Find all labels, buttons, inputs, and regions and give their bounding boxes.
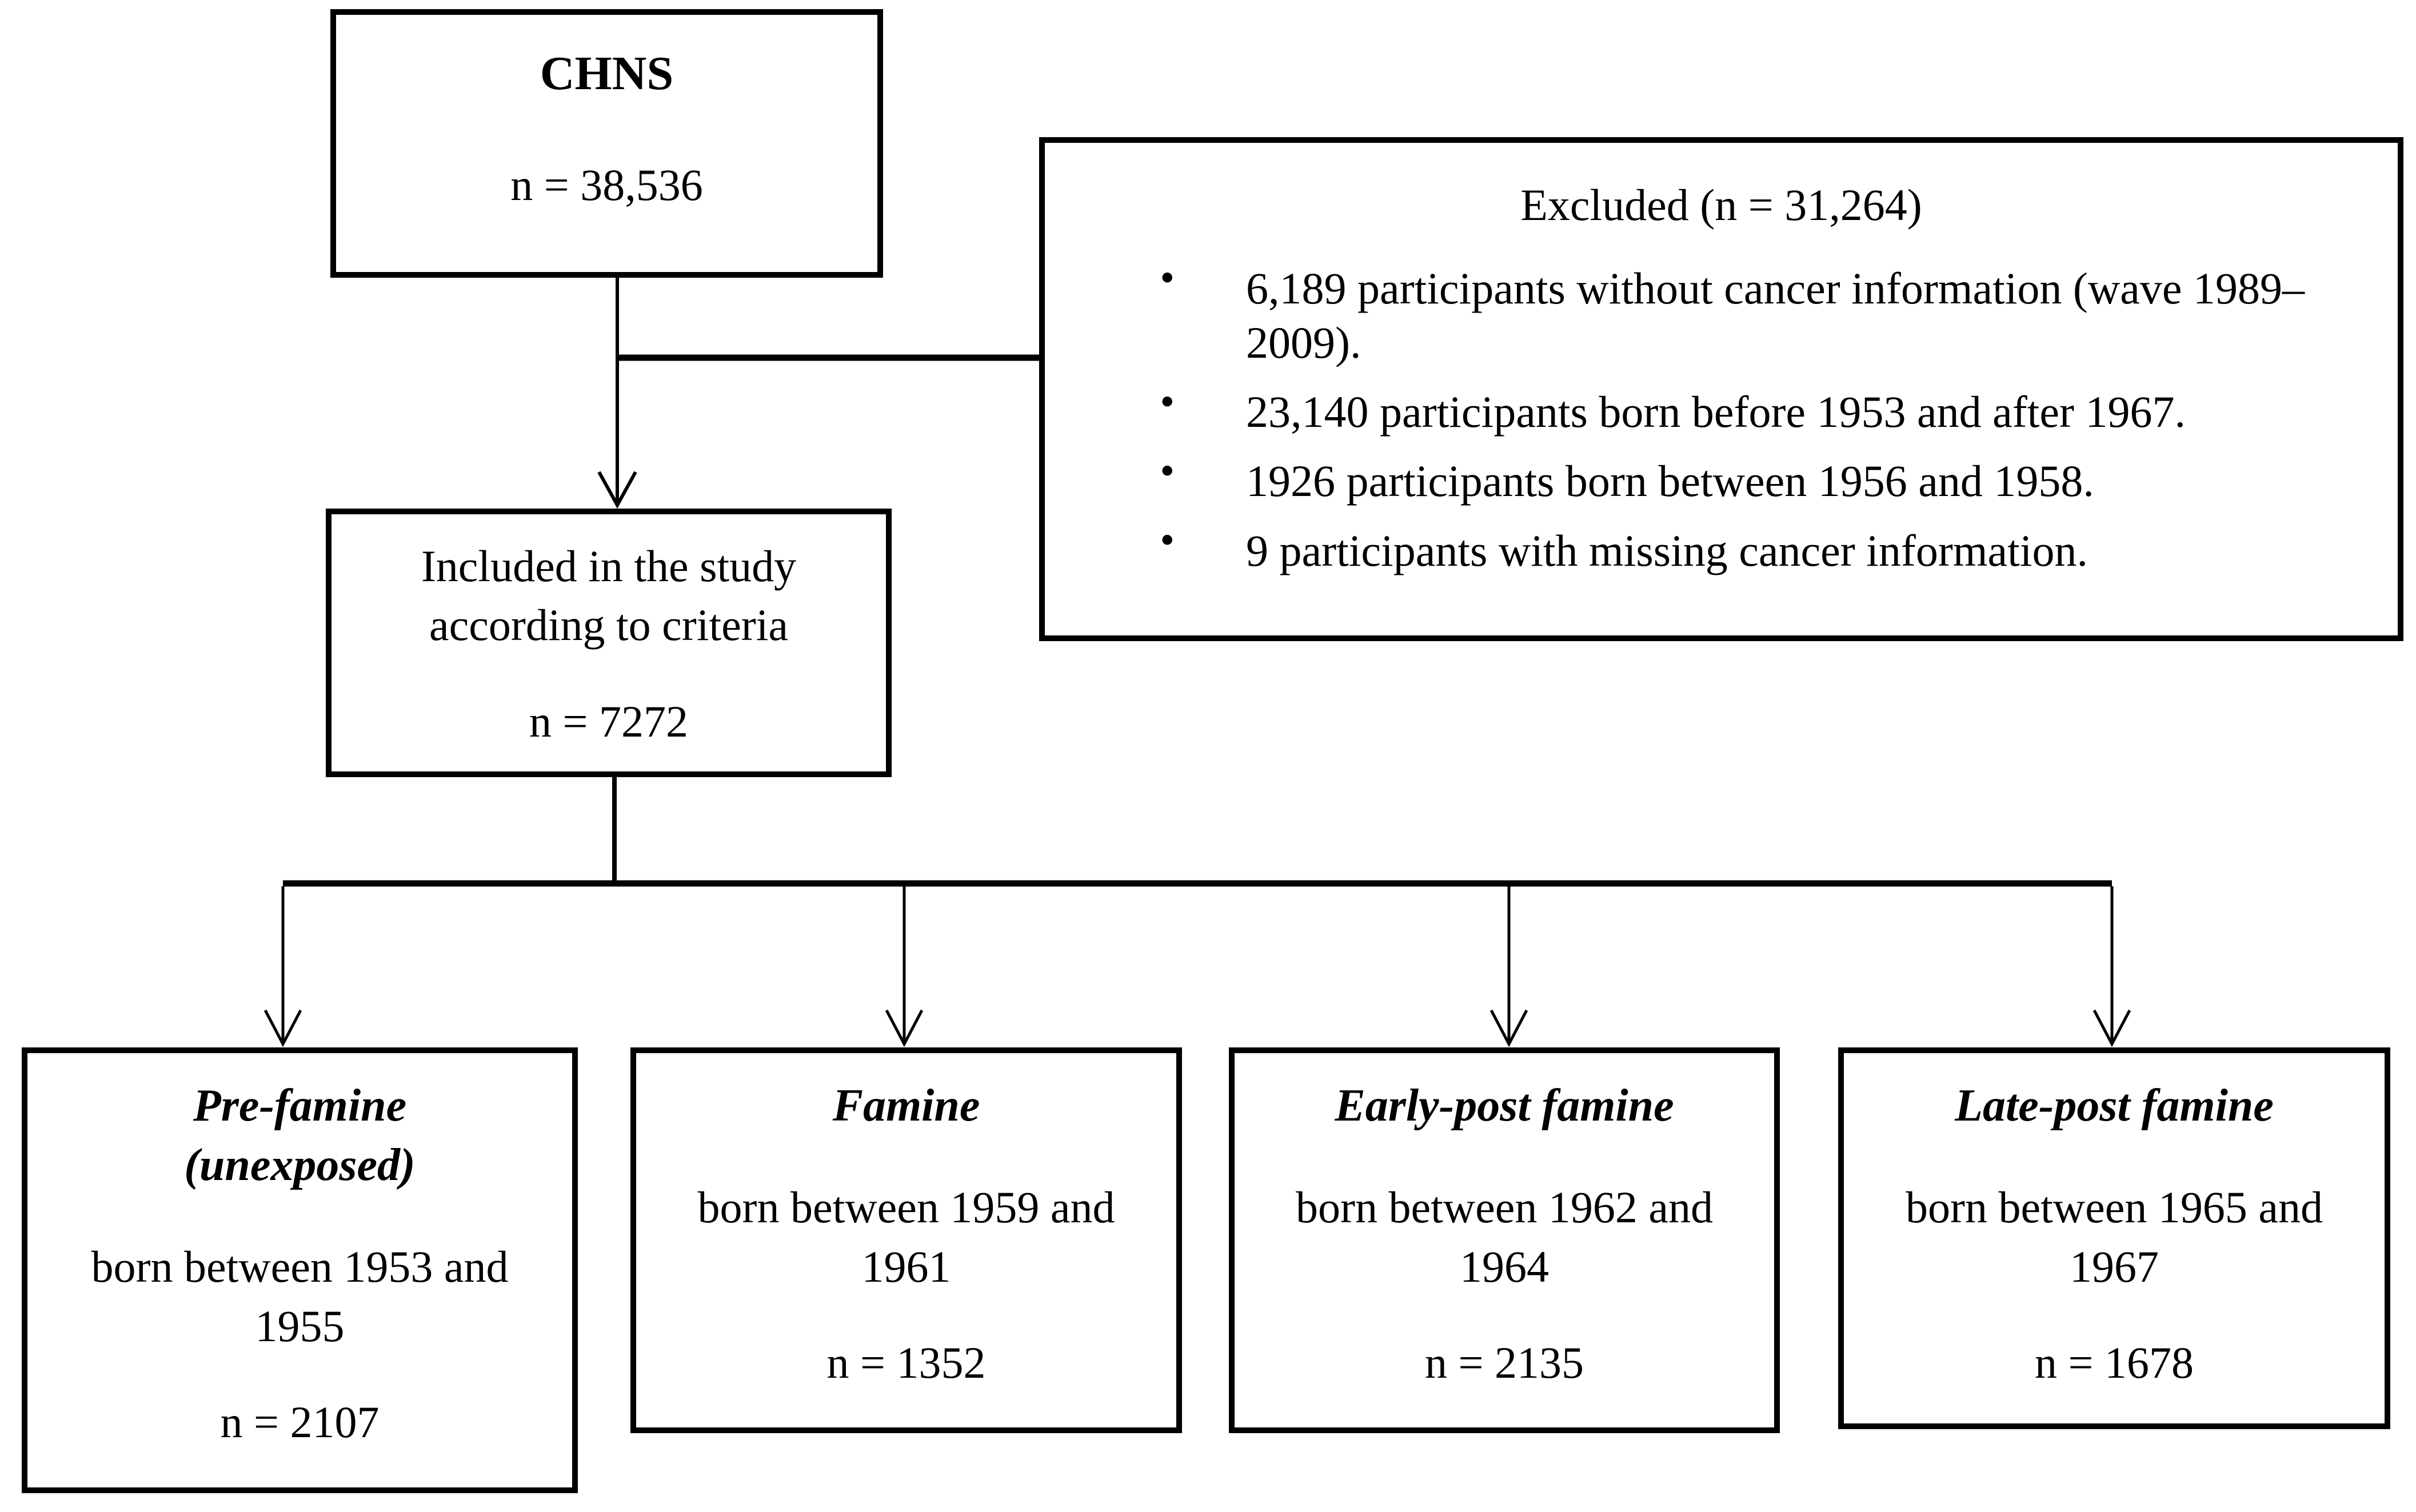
excluded-title: Excluded (n = 31,264) <box>1520 180 1922 230</box>
excluded-box: Excluded (n = 31,264) 6,189 participants… <box>1039 137 2403 641</box>
arrowhead-included <box>597 471 637 509</box>
group-count: n = 2107 <box>220 1397 380 1447</box>
included-box: Included in the study according to crite… <box>326 509 892 777</box>
excluded-bullet: 6,189 participants without cancer inform… <box>1160 261 2361 370</box>
group-title: Late-post famine <box>1955 1081 2274 1131</box>
group-desc: born between 1953 and 1955 <box>91 1242 509 1351</box>
arrowhead-group2 <box>885 1009 924 1047</box>
excluded-bullet: 23,140 participants born before 1953 and… <box>1160 385 2361 439</box>
group-desc: born between 1965 and 1967 <box>1906 1182 2323 1291</box>
chns-box: CHNS n = 38,536 <box>330 9 883 278</box>
group-box-famine: Famine born between 1959 and 1961 n = 13… <box>630 1047 1182 1433</box>
group-title: Pre-famine <box>193 1081 407 1131</box>
group-count: n = 1678 <box>2035 1338 2194 1388</box>
group-box-pre-famine: Pre-famine (unexposed) born between 1953… <box>22 1047 578 1493</box>
excluded-bullet: 9 participants with missing cancer infor… <box>1160 523 2361 578</box>
arrowhead-group3 <box>1489 1009 1528 1047</box>
included-count: n = 7272 <box>529 696 688 746</box>
group-box-late-post-famine: Late-post famine born between 1965 and 1… <box>1838 1047 2390 1429</box>
arrowhead-group4 <box>2092 1009 2131 1047</box>
group-desc: born between 1962 and 1964 <box>1296 1182 1713 1291</box>
group-count: n = 1352 <box>826 1338 986 1388</box>
group-title: Early-post famine <box>1335 1081 1674 1131</box>
excluded-bullet: 1926 participants born between 1956 and … <box>1160 454 2361 508</box>
group-box-early-post-famine: Early-post famine born between 1962 and … <box>1229 1047 1780 1433</box>
group-title: Famine <box>832 1081 980 1131</box>
included-text: Included in the study according to crite… <box>421 541 797 650</box>
group-count: n = 2135 <box>1425 1338 1584 1388</box>
arrowhead-group1 <box>263 1009 302 1047</box>
chns-title: CHNS <box>540 47 674 100</box>
group-desc: born between 1959 and 1961 <box>697 1182 1115 1291</box>
group-subtitle: (unexposed) <box>184 1140 416 1190</box>
excluded-bullet-list: 6,189 participants without cancer inform… <box>1045 261 2398 593</box>
chns-count: n = 38,536 <box>510 159 703 210</box>
